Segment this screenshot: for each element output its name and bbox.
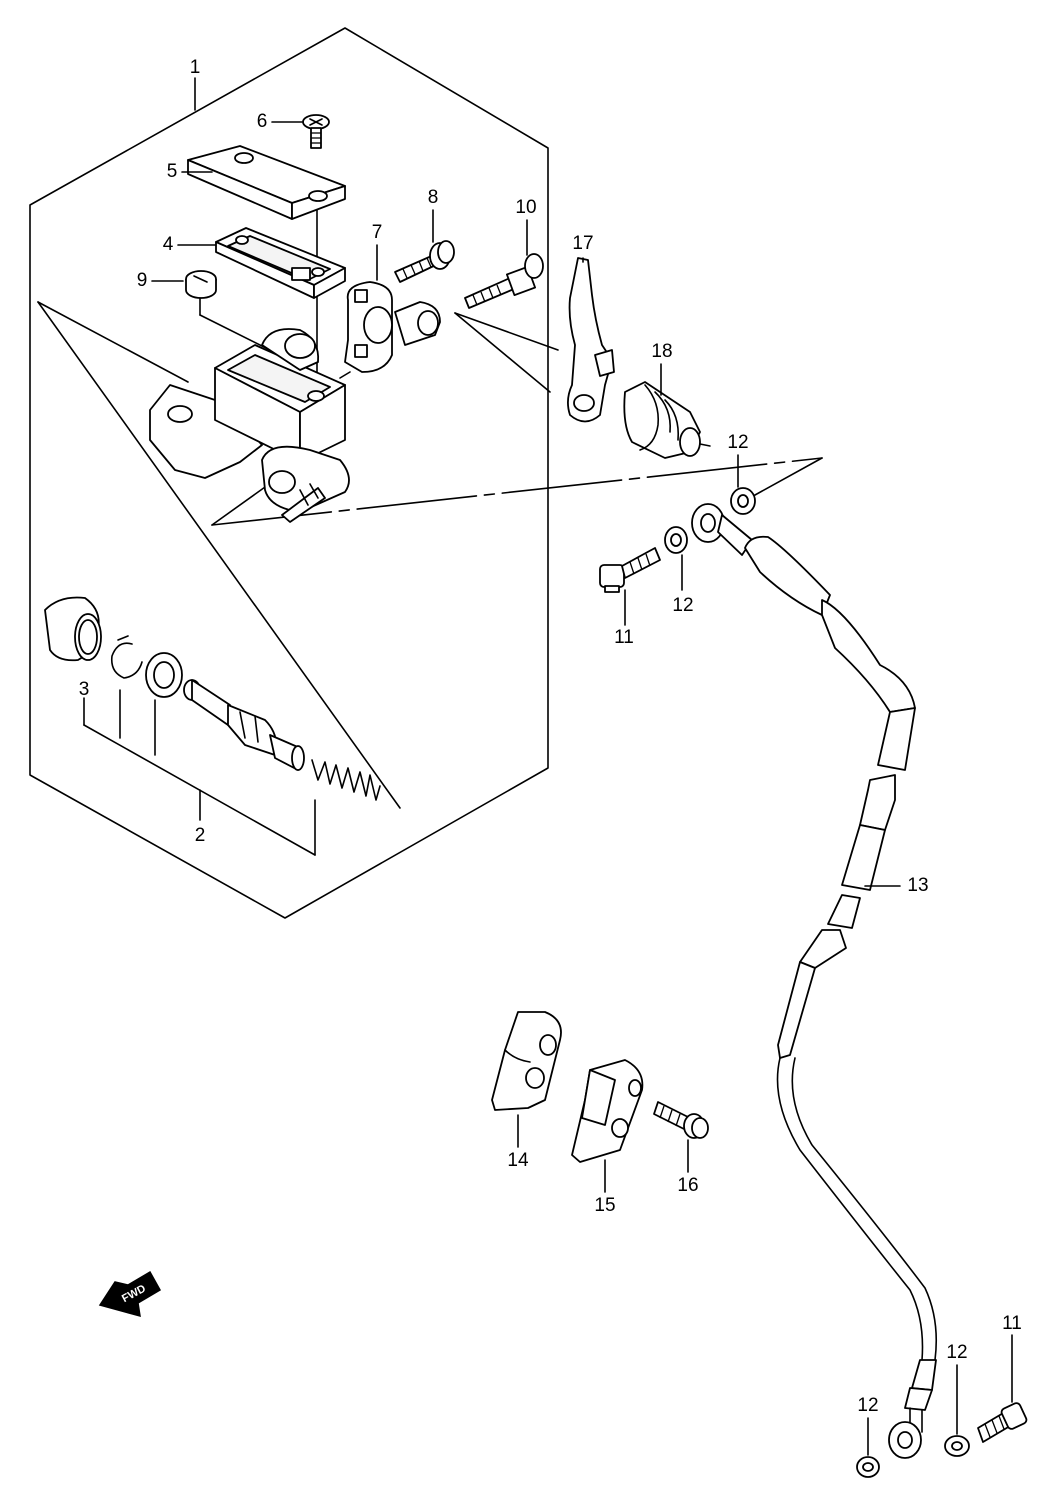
holder-bolt[interactable] [653, 1101, 709, 1139]
callout-17: 17 [572, 233, 593, 254]
piston-set[interactable] [183, 679, 381, 801]
cap-screw[interactable] [302, 114, 330, 149]
clutch-switch[interactable] [623, 381, 711, 459]
lever-pivot-bolt[interactable] [464, 253, 544, 309]
callout-8: 8 [428, 187, 439, 208]
diaphragm-plate[interactable] [215, 227, 346, 299]
sealing-washer-upper-a[interactable] [664, 526, 688, 554]
callout-5: 5 [167, 161, 178, 182]
clutch-lever[interactable] [567, 257, 615, 423]
callout-11a: 11 [614, 627, 634, 648]
callout-12d: 12 [857, 1395, 878, 1416]
callout-2: 2 [195, 825, 206, 846]
banjo-bolt-lower[interactable] [977, 1402, 1028, 1443]
callout-7: 7 [372, 222, 383, 243]
sealing-washer-lower-b[interactable] [856, 1456, 880, 1478]
reservoir-plug[interactable] [185, 270, 217, 299]
piston-washer[interactable] [145, 652, 183, 698]
callout-10: 10 [515, 197, 536, 218]
callout-13: 13 [907, 875, 928, 896]
clutch-hose[interactable] [691, 503, 938, 1459]
callout-11b: 11 [1002, 1313, 1022, 1334]
hose-holder-left[interactable] [491, 1011, 562, 1111]
callout-bracket-2-3 [83, 689, 316, 856]
fwd-arrow-icon: FWD [98, 1270, 162, 1318]
callout-16: 16 [677, 1175, 698, 1196]
sealing-washer-lower-a[interactable] [944, 1435, 970, 1457]
clamp-bolt[interactable] [394, 240, 455, 283]
hose-holder-right[interactable] [571, 1059, 644, 1163]
leader-lines [151, 77, 1013, 1456]
callout-9: 9 [137, 270, 148, 291]
callout-12b: 12 [672, 595, 693, 616]
callout-1: 1 [190, 57, 201, 78]
callout-3: 3 [79, 679, 90, 700]
banjo-bolt-upper[interactable] [599, 547, 661, 593]
callout-12a: 12 [727, 432, 748, 453]
master-cylinder-body[interactable] [149, 328, 350, 523]
assembly-boundary [29, 27, 549, 919]
callout-18: 18 [651, 341, 672, 362]
callout-4: 4 [163, 234, 174, 255]
handlebar-clamp[interactable] [339, 281, 441, 379]
callout-15: 15 [594, 1195, 615, 1216]
callout-12c: 12 [946, 1342, 967, 1363]
reservoir-cap[interactable] [187, 145, 346, 220]
callout-6: 6 [257, 111, 268, 132]
circlip[interactable] [110, 635, 143, 679]
callout-14: 14 [507, 1150, 529, 1171]
callout-numbers: 1 6 5 4 9 7 8 10 17 18 12 12 11 3 2 13 1… [79, 57, 1022, 1416]
piston-boot[interactable] [44, 596, 102, 662]
sealing-washer-upper-b[interactable] [730, 487, 756, 515]
